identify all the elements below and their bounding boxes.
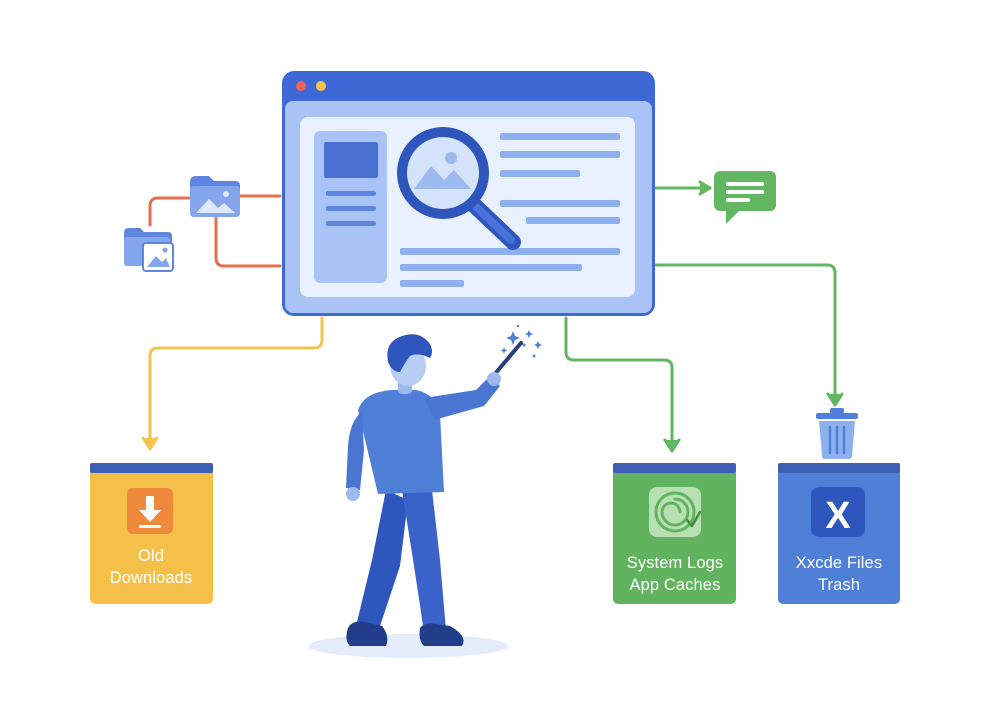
card-label-line: Trash: [817, 576, 861, 594]
card-xcode-files: X: [778, 463, 900, 604]
card-old-downloads: [90, 463, 213, 604]
window-close-dot: [296, 81, 306, 91]
card-label-line: App Caches: [629, 576, 721, 594]
card-label-line: Xxcde Files: [795, 554, 883, 572]
trash-can-icon: [816, 408, 858, 459]
magnifier-icon: [397, 127, 521, 250]
download-icon: [127, 488, 173, 534]
card-label-xcode-files: Xxcde Files Trash: [779, 552, 899, 596]
card-label-line: System Logs: [626, 554, 724, 572]
image-folder-icon: [190, 176, 240, 217]
connector-system-logs: [564, 316, 681, 453]
chat-bubble-icon: [714, 171, 776, 224]
card-label-old-downloads: Old Downloads: [91, 545, 211, 589]
connector-chat: [654, 180, 712, 196]
connector-folder-small: [148, 196, 191, 227]
card-label-system-logs: System Logs App Caches: [615, 552, 735, 596]
connector-trash: [654, 263, 844, 407]
card-label-line: Old: [138, 547, 164, 565]
card-system-logs: [613, 463, 736, 604]
magic-wand-icon: [492, 341, 523, 377]
window-minimize-dot: [316, 81, 326, 91]
connector-downloads: [141, 316, 324, 451]
person-with-wand-illustration: [308, 324, 543, 658]
xcode-icon-letter: X: [825, 495, 851, 537]
card-label-line: Downloads: [109, 569, 193, 587]
folder-connectors: [148, 194, 282, 268]
connector-folder-bottom: [214, 215, 282, 268]
content-text-lines: [400, 133, 620, 287]
sparkle-icon: [500, 324, 543, 358]
browser-window: [282, 71, 655, 316]
content-sidebar: [314, 131, 387, 283]
spiral-icon: [649, 487, 702, 537]
image-folder-icon-small: [124, 228, 174, 272]
xcode-icon: X: [811, 487, 865, 537]
